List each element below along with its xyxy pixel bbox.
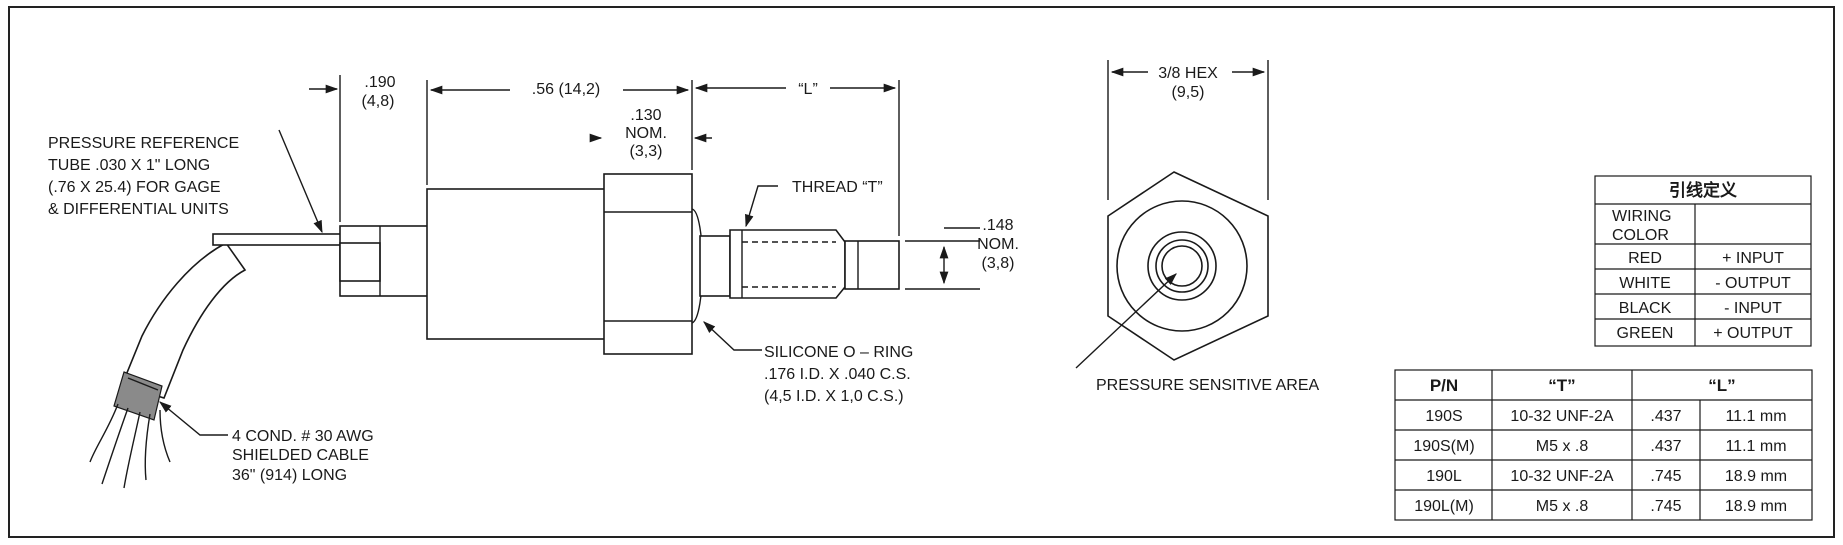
part-pn: 190L(M) bbox=[1414, 498, 1474, 515]
wiring-function: + OUTPUT bbox=[1713, 325, 1793, 342]
cable-line-1: 4 COND. # 30 AWG bbox=[232, 428, 374, 445]
pressure-port-tip bbox=[844, 240, 900, 290]
wiring-color: RED bbox=[1628, 250, 1662, 267]
part-length-mm: 18.9 mm bbox=[1725, 468, 1787, 485]
dim-130-mm: (3,3) bbox=[630, 143, 663, 160]
dim-130-inch: .130 bbox=[630, 107, 661, 124]
dim-056: .56 (14,2) bbox=[532, 81, 600, 98]
part-length-mm: 11.1 mm bbox=[1725, 438, 1786, 455]
reference-tube-line-3: (.76 X 25.4) FOR GAGE bbox=[48, 179, 221, 196]
wiring-table-title: 引线定义 bbox=[1669, 180, 1737, 200]
threaded-stem bbox=[729, 229, 846, 299]
o-ring-line-3: (4,5 I.D. X 1,0 C.S.) bbox=[764, 388, 904, 405]
o-ring-line-2: .176 I.D. X .040 C.S. bbox=[764, 366, 911, 383]
dim-148-mm: (3,8) bbox=[982, 255, 1015, 272]
hex-dim-inch: 3/8 HEX bbox=[1158, 65, 1218, 82]
wiring-function: + INPUT bbox=[1722, 250, 1784, 267]
part-length-mm: 11.1 mm bbox=[1725, 408, 1786, 425]
sensor-side-view bbox=[89, 173, 900, 489]
cable-shield-band bbox=[113, 371, 163, 421]
cable-wire bbox=[144, 413, 151, 481]
cable-wire bbox=[159, 409, 171, 463]
part-pn: 190L bbox=[1426, 468, 1462, 485]
part-col-pn: P/N bbox=[1430, 376, 1458, 395]
wiring-color: BLACK bbox=[1619, 300, 1672, 317]
hex-dim-mm: (9,5) bbox=[1172, 84, 1205, 101]
cable-wire bbox=[89, 403, 119, 463]
part-pn: 190S bbox=[1425, 408, 1462, 425]
part-length-inch: .437 bbox=[1650, 438, 1681, 455]
cable-line-3: 36" (914) LONG bbox=[232, 467, 347, 484]
part-length-mm: 18.9 mm bbox=[1725, 498, 1787, 515]
dim-130-nom: NOM. bbox=[625, 125, 667, 142]
reference-tube-leader bbox=[278, 129, 323, 234]
reference-tube-line-4: & DIFFERENTIAL UNITS bbox=[48, 201, 229, 218]
part-col-l: “L” bbox=[1708, 376, 1735, 395]
wiring-function: - OUTPUT bbox=[1715, 275, 1791, 292]
drawing-frame bbox=[8, 6, 1835, 538]
side-view-labels: .190 (4,8) .56 (14,2) “L” .130 NOM. (3,3… bbox=[48, 74, 1019, 484]
part-thread: M5 x .8 bbox=[1536, 498, 1589, 515]
dim-148-nom: NOM. bbox=[977, 236, 1019, 253]
part-thread: 10-32 UNF-2A bbox=[1510, 408, 1613, 425]
cable-wire bbox=[123, 411, 141, 489]
wiring-header-line-2: COLOR bbox=[1612, 227, 1669, 244]
cable-line-2: SHIELDED CABLE bbox=[232, 447, 369, 464]
part-thread: 10-32 UNF-2A bbox=[1510, 468, 1613, 485]
thread-label: THREAD “T” bbox=[792, 179, 883, 196]
sensor-body bbox=[426, 188, 606, 340]
part-col-t: “T” bbox=[1548, 376, 1575, 395]
hex-nut bbox=[603, 173, 693, 355]
reference-tube-line-2: TUBE .030 X 1" LONG bbox=[48, 157, 210, 174]
wiring-color: GREEN bbox=[1617, 325, 1674, 342]
part-pn: 190S(M) bbox=[1413, 438, 1474, 455]
sensitive-area-label: PRESSURE SENSITIVE AREA bbox=[1096, 377, 1320, 394]
o-ring-line-1: SILICONE O – RING bbox=[764, 344, 913, 361]
reference-tube bbox=[212, 233, 344, 246]
side-view-dimension-lines bbox=[159, 75, 980, 436]
cable-wire bbox=[101, 407, 129, 485]
dim-190-inch: .190 bbox=[364, 74, 395, 91]
dim-190-mm: (4,8) bbox=[362, 93, 395, 110]
thread-leader bbox=[745, 185, 778, 228]
sensor-end-view bbox=[1075, 60, 1269, 369]
part-length-inch: .745 bbox=[1650, 498, 1681, 515]
part-length-inch: .437 bbox=[1650, 408, 1681, 425]
reference-tube-line-1: PRESSURE REFERENCE bbox=[48, 135, 239, 152]
part-length-inch: .745 bbox=[1650, 468, 1681, 485]
cable-jacket bbox=[120, 241, 247, 399]
dim-148-inch: .148 bbox=[982, 217, 1013, 234]
cable-leader bbox=[159, 401, 228, 436]
part-number-table: P/N “T” “L” 190S 10-32 UNF-2A .437 11.1 … bbox=[1394, 369, 1813, 521]
wiring-header-line-1: WIRING bbox=[1612, 208, 1672, 225]
o-ring-leader bbox=[703, 321, 762, 351]
wiring-function: - INPUT bbox=[1724, 300, 1782, 317]
wiring-color: WHITE bbox=[1619, 275, 1671, 292]
wiring-table: 引线定义 WIRING COLOR RED + INPUT WHITE - OU… bbox=[1594, 175, 1812, 347]
part-thread: M5 x .8 bbox=[1536, 438, 1589, 455]
sensitive-area-leader bbox=[1075, 273, 1177, 369]
dim-L: “L” bbox=[798, 81, 818, 98]
